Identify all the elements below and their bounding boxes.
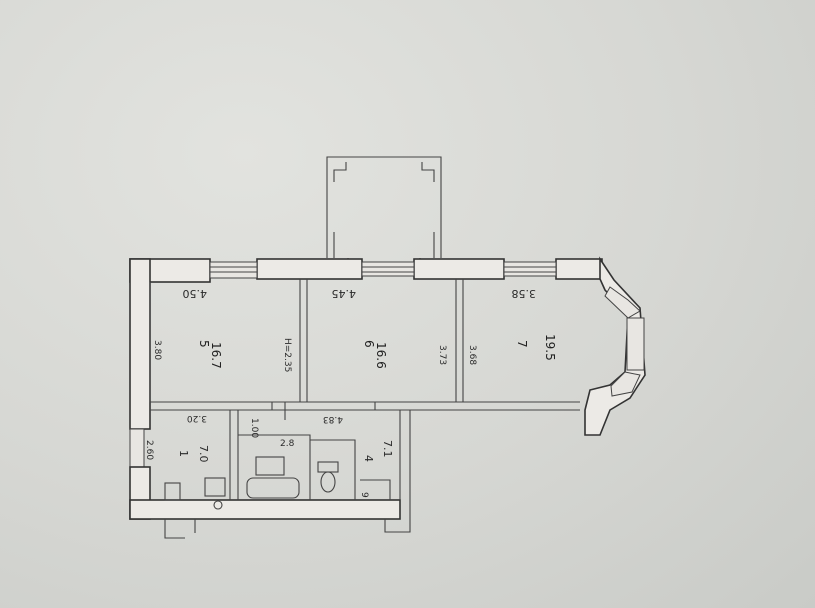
window-kitchen: [129, 428, 145, 468]
window-bay: [626, 317, 645, 371]
dim-mid-height: H=2.35: [282, 338, 292, 372]
balcony: [326, 156, 442, 262]
drain: [213, 500, 223, 510]
dim-kitchen-height: 2.60: [144, 440, 154, 460]
kitchen-sink: [164, 482, 181, 501]
hall-number: 4: [362, 455, 375, 462]
dim-top-right: 3.58: [512, 287, 537, 300]
dim-corridor: 4.83: [323, 414, 343, 424]
kitchen-number: 1: [177, 450, 190, 457]
outer-walls: [129, 256, 646, 539]
toilet: [320, 471, 336, 493]
room-7-area: 19.5: [543, 334, 557, 361]
room-5-area: 16.7: [209, 342, 223, 369]
window-top-right: [503, 261, 557, 277]
room-6-area: 16.6: [374, 342, 388, 369]
sink: [255, 456, 285, 476]
dim-left-height: 3.80: [152, 340, 162, 360]
hall-area: 7.1: [381, 440, 394, 458]
dim-bath-small: 1.00: [249, 418, 259, 438]
room-5-number: 5: [197, 340, 211, 348]
room-labels: 5 16.7 6 16.6 7 19.5 1 7.0 4 7.1: [177, 334, 557, 463]
fixtures: [164, 456, 339, 510]
dimensions: 4.50 4.45 3.58 3.80 H=2.35 3.73 3.68 3.2…: [144, 287, 536, 498]
room-7-number: 7: [515, 340, 529, 348]
kitchen-area: 7.0: [197, 445, 210, 463]
toilet-tank: [317, 461, 339, 473]
dim-top-left: 4.50: [183, 287, 208, 300]
dim-right-inner: 3.73: [437, 345, 447, 365]
dim-bath-width: 2.8: [280, 439, 295, 449]
window-top-left: [209, 261, 258, 279]
room-6-number: 6: [362, 340, 376, 348]
dim-top-mid: 4.45: [332, 287, 357, 300]
stove: [204, 477, 226, 497]
dim-hall-label: 9: [359, 492, 369, 498]
interior-walls: [149, 279, 580, 500]
bathtub: [246, 477, 300, 499]
window-top-mid: [361, 261, 415, 277]
dim-kitchen-width: 3.20: [187, 413, 207, 423]
dim-right-height: 3.68: [467, 345, 477, 365]
